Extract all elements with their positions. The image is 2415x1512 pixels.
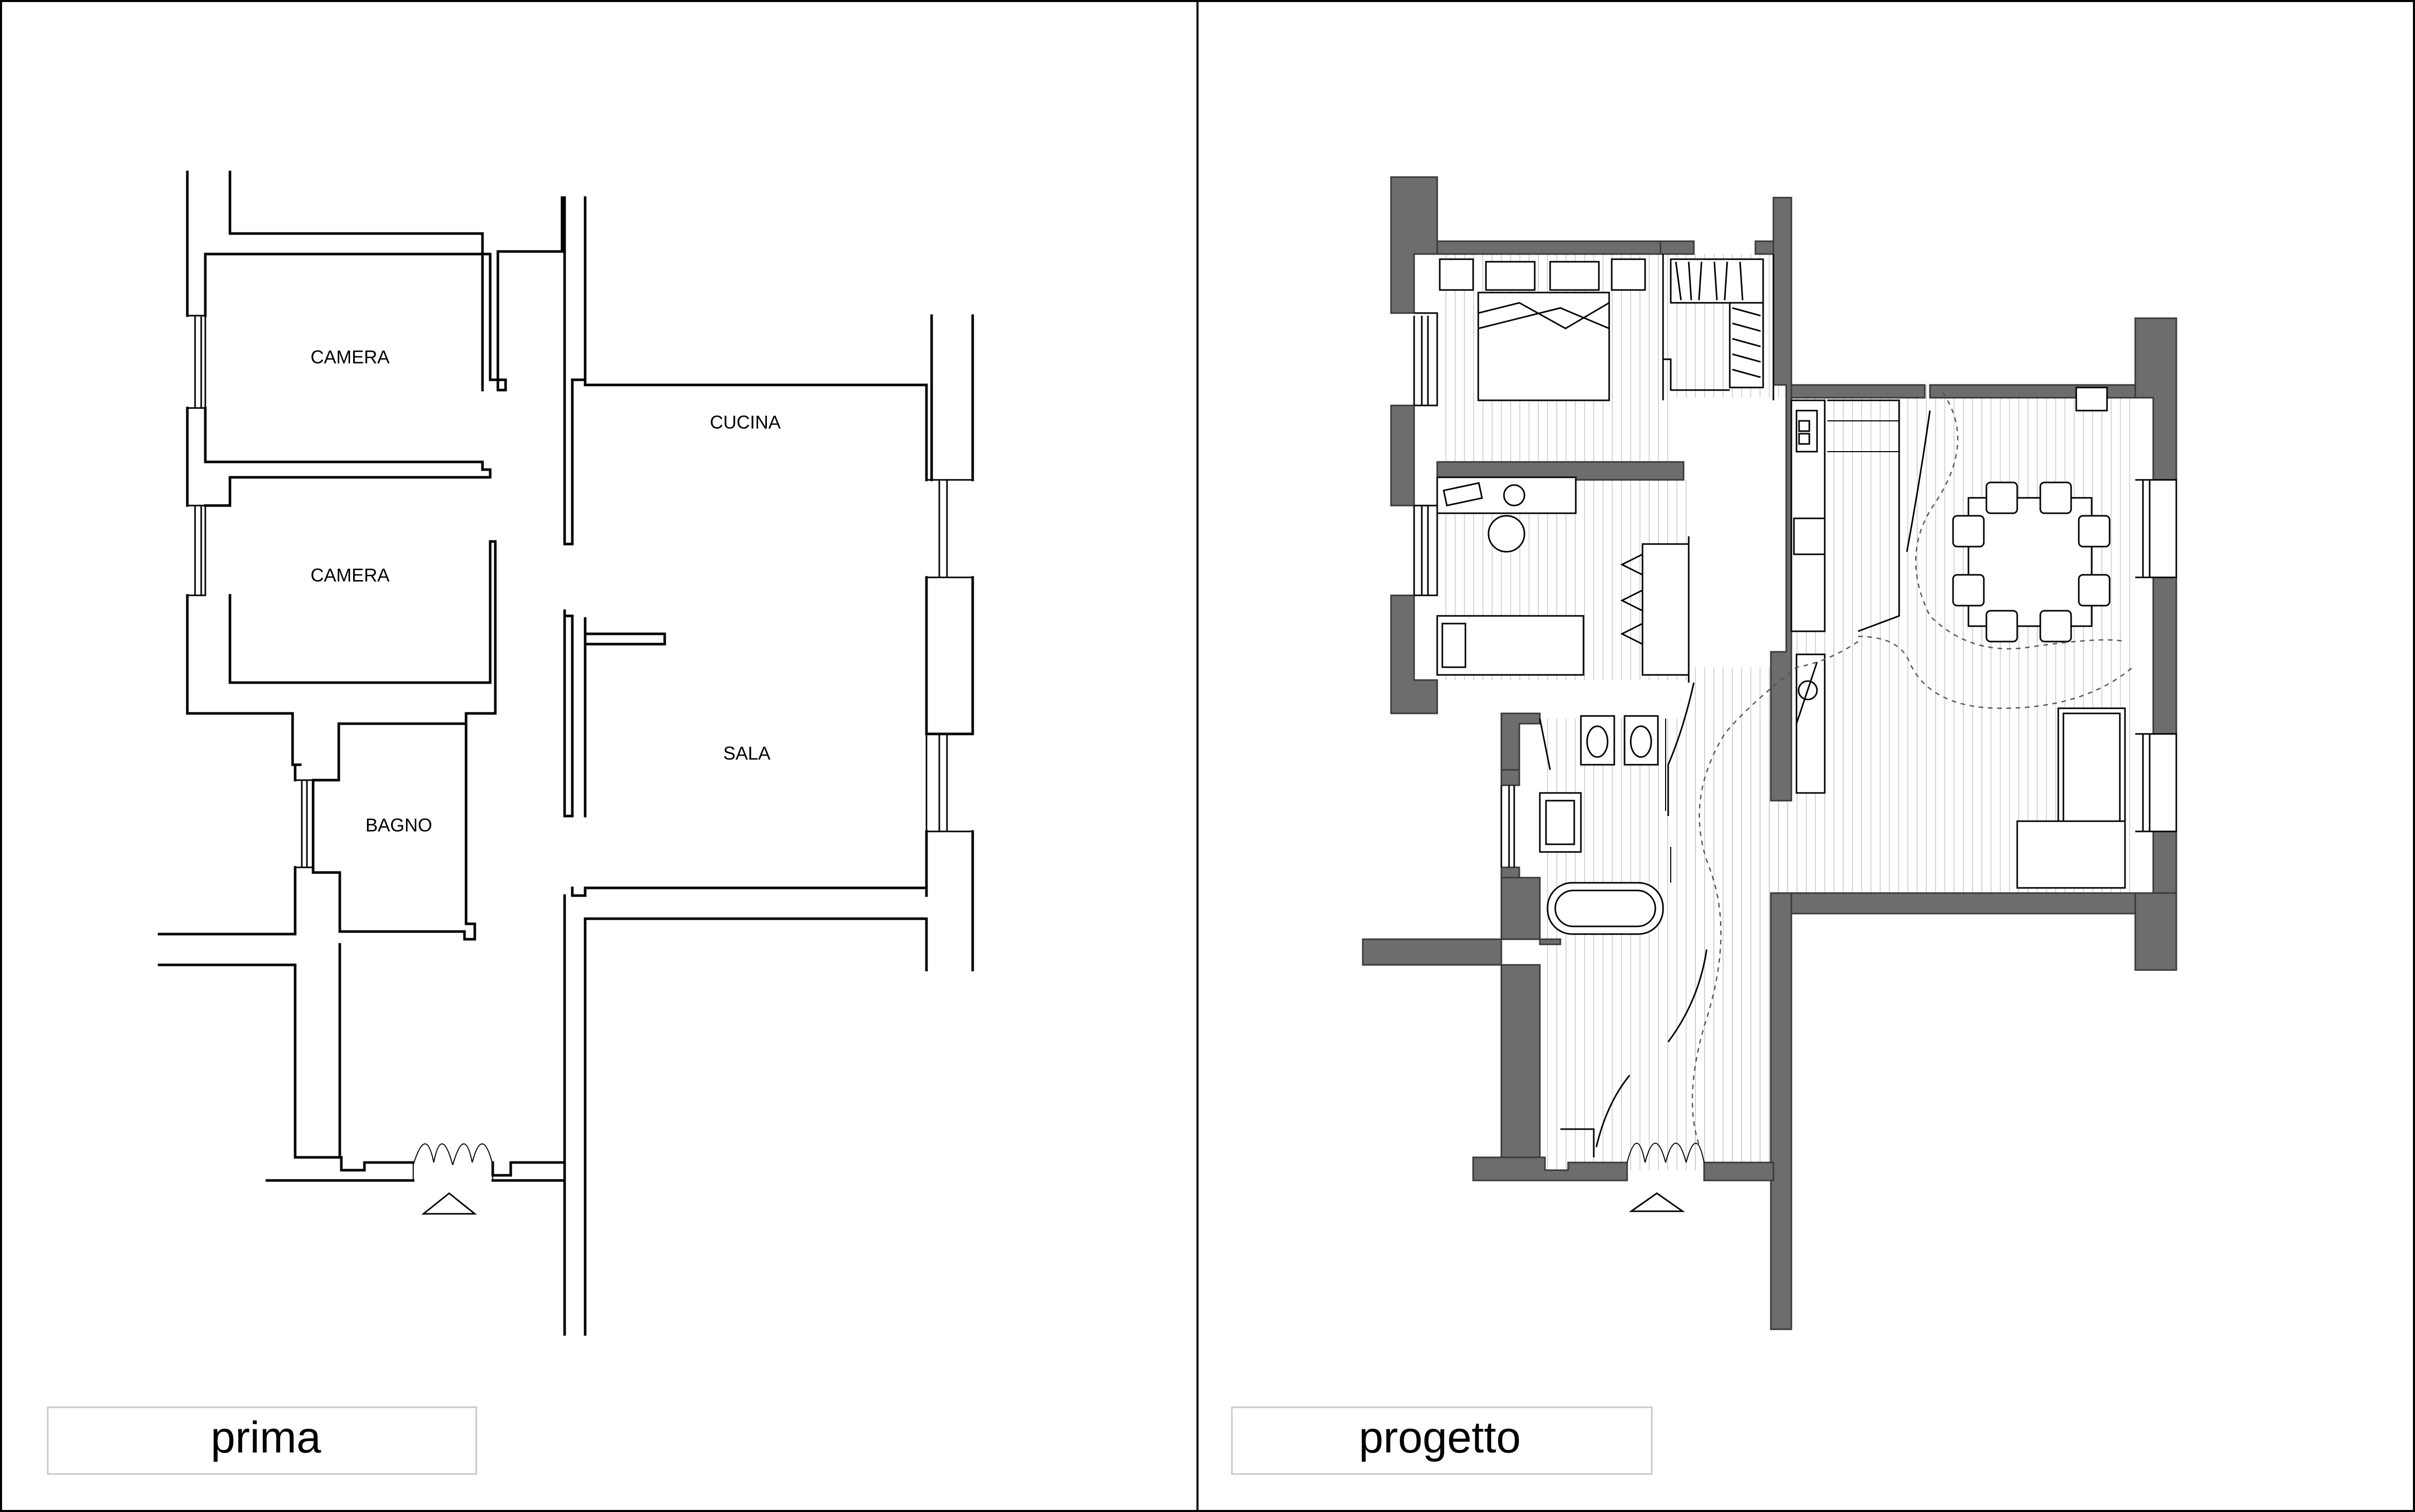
window-camera-1 bbox=[187, 315, 206, 409]
window-cucina bbox=[926, 479, 973, 578]
bathroom-fixtures bbox=[1539, 715, 1671, 935]
floor-hatching bbox=[1437, 254, 2130, 1170]
kitchen-counter bbox=[1790, 399, 1931, 794]
window-sala bbox=[925, 734, 973, 832]
caption-progetto: progetto bbox=[1231, 1406, 1653, 1475]
entrance-door bbox=[413, 1143, 493, 1215]
single-bed bbox=[1436, 615, 1585, 676]
sofa bbox=[2016, 707, 2126, 889]
room-label-bagno: BAGNO bbox=[365, 815, 432, 836]
room-label-camera-2: CAMERA bbox=[311, 565, 390, 586]
wardrobe bbox=[1663, 258, 1764, 391]
room-label-sala: SALA bbox=[723, 743, 770, 764]
room-label-camera-1: CAMERA bbox=[311, 346, 390, 367]
dining-table-chairs bbox=[1952, 386, 2111, 643]
caption-box-prima bbox=[47, 1406, 477, 1475]
window-bagno bbox=[295, 779, 314, 868]
caption-label-prima: prima bbox=[210, 1413, 321, 1462]
caption-prima: prima bbox=[47, 1406, 477, 1475]
window-camera-2 bbox=[187, 505, 206, 596]
cabinet-angled bbox=[1620, 536, 1690, 683]
entrance-door-progetto bbox=[1627, 1142, 1705, 1212]
plan-prima: CAMERA CAMERA CUCINA SALA BAGNO bbox=[158, 170, 974, 1336]
room-label-cucina: CUCINA bbox=[710, 412, 781, 433]
caption-label-progetto: progetto bbox=[1359, 1413, 1521, 1462]
desk bbox=[1436, 476, 1577, 553]
bed-double bbox=[1439, 258, 1646, 401]
walls-progetto bbox=[1362, 176, 2177, 1330]
caption-box-progetto bbox=[1231, 1406, 1653, 1475]
plan-progetto bbox=[1362, 176, 2177, 1330]
